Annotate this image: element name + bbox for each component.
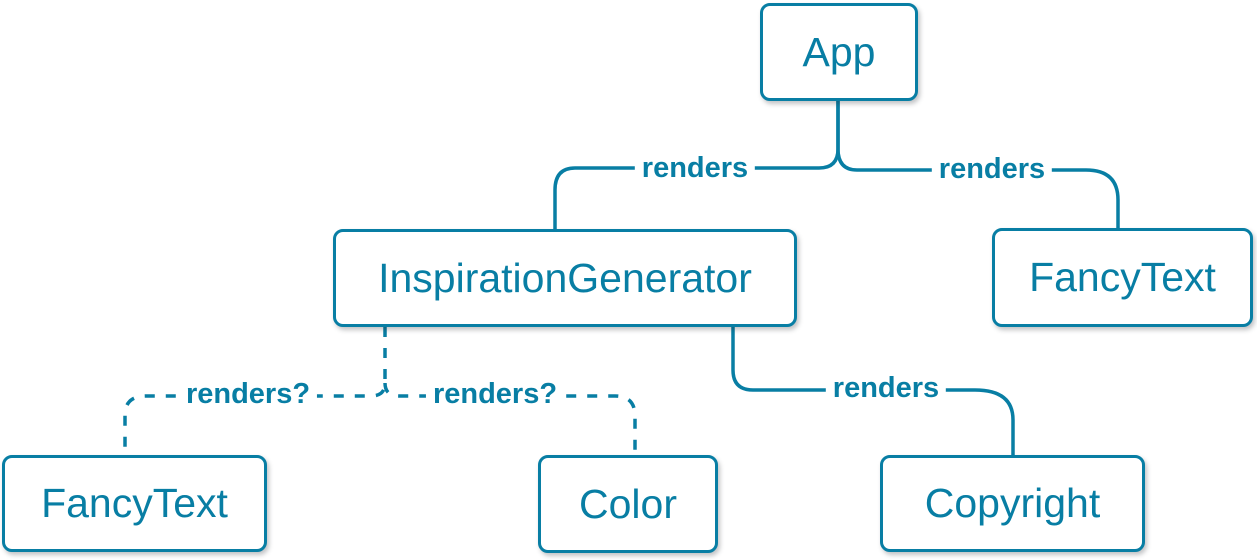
node-fancy-text-bottom: FancyText	[2, 455, 267, 552]
node-color-label: Color	[579, 480, 677, 527]
node-app: App	[760, 3, 918, 101]
edge-label-app-renders-inspiration-generator: renders	[634, 152, 756, 186]
edge-label-app-renders-fancy-text: renders	[931, 153, 1053, 187]
node-copyright: Copyright	[880, 455, 1145, 552]
edge-inspiration-generator-to-color	[383, 382, 637, 453]
node-fancy-text-top: FancyText	[992, 228, 1253, 327]
node-fancy-text-top-label: FancyText	[1029, 254, 1216, 300]
edge-label-inspiration-generator-renders-copyright: renders	[825, 372, 947, 406]
node-inspiration-generator: InspirationGenerator	[333, 229, 797, 327]
edge-label-inspiration-generator-renders-color: renders?	[425, 378, 565, 412]
edge-label-inspiration-generator-renders-fancy-text: renders?	[178, 378, 318, 412]
node-app-label: App	[802, 28, 876, 75]
node-copyright-label: Copyright	[924, 480, 1101, 526]
node-color: Color	[538, 455, 718, 553]
node-fancy-text-bottom-label: FancyText	[41, 480, 228, 526]
node-inspiration-generator-label: InspirationGenerator	[378, 254, 752, 301]
